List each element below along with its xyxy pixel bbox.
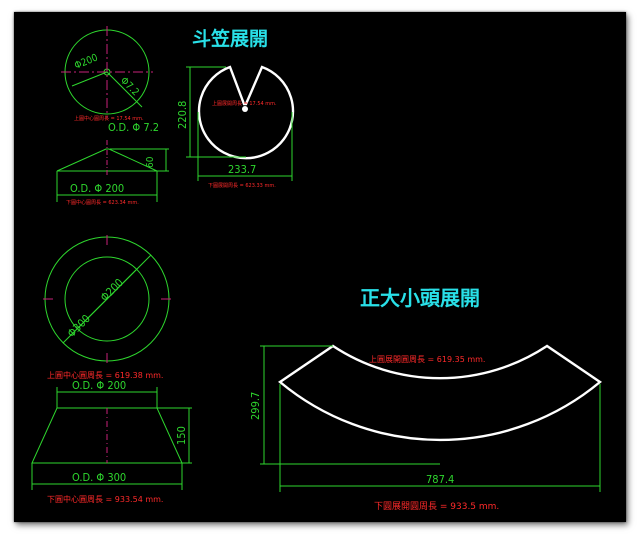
cone-side-view: 60 O.D. Φ 200 下圓中心圓周長 = 623.34 mm. <box>56 140 169 206</box>
reducer-bottom-circumference: 下圓中心圓周長 = 933.54 mm. <box>47 494 163 504</box>
reducer-flat-top-note: 上圓展開圓周長 = 619.35 mm. <box>369 355 485 364</box>
cad-drawing: 斗笠展開 正大小頭展開 Φ200 Φ7.2 上圓中心圓周長 = 17.54 mm… <box>31 26 602 512</box>
reducer-side-view: O.D. Φ 200 150 O.D. Φ 300 下圓中心圓周長 = 933.… <box>31 379 192 504</box>
reducer-flat-outline <box>278 344 602 442</box>
cone-outer-circumference: 下圓中心圓周長 = 623.34 mm. <box>66 199 139 206</box>
title-funnel-unfold: 斗笠展開 <box>192 27 268 50</box>
reducer-flat-bottom-note: 下圓展開圓周長 = 933.5 mm. <box>374 501 499 512</box>
reducer-dia-inner-label: Φ200 <box>98 276 126 304</box>
cone-od-bottom: O.D. Φ 200 <box>70 182 124 195</box>
cad-drawing-canvas: 斗笠展開 正大小頭展開 Φ200 Φ7.2 上圓中心圓周長 = 17.54 mm… <box>14 12 626 522</box>
reducer-top-view: Φ300 Φ200 上圓中心圓周長 = 619.38 mm. <box>43 235 171 380</box>
reducer-flat-pattern: 上圓展開圓周長 = 619.35 mm. 299.7 787.4 下圓展開圓周長… <box>249 344 602 512</box>
cone-flat-outer-note: 下圓展開周長 = 623.33 mm. <box>208 183 276 189</box>
reducer-od-top: O.D. Φ 200 <box>72 379 126 392</box>
cone-height-label: 60 <box>145 156 156 168</box>
cone-od-top: O.D. Φ 7.2 <box>108 121 159 134</box>
reducer-top-circumference: 上圓中心圓周長 = 619.38 mm. <box>47 370 163 380</box>
cone-flat-height-label: 220.8 <box>176 101 189 129</box>
cone-flat-inner-note: 上圓展開周長 = 17.54 mm. <box>212 100 277 107</box>
cone-dia-large-label: Φ200 <box>73 52 100 71</box>
cone-flat-outline <box>197 65 295 160</box>
cone-flat-center <box>242 106 248 112</box>
cone-small-dia-leader <box>106 71 143 108</box>
reducer-height-label: 150 <box>175 426 188 445</box>
reducer-flat-height-label: 299.7 <box>249 392 262 420</box>
cone-flat-width-label: 233.7 <box>228 163 256 176</box>
title-reducer-unfold: 正大小頭展開 <box>360 286 480 310</box>
cone-flat-pattern: 上圓展開周長 = 17.54 mm. 220.8 233.7 下圓展開周長 = … <box>176 65 295 189</box>
cone-top-view: Φ200 Φ7.2 上圓中心圓周長 = 17.54 mm. O.D. Φ 7.2 <box>61 26 159 134</box>
cone-side-profile <box>56 148 158 172</box>
cone-dia-leader <box>71 71 108 87</box>
reducer-inner-circle <box>64 256 150 342</box>
cone-inner-circumference: 上圓中心圓周長 = 17.54 mm. <box>74 115 144 122</box>
reducer-od-bottom: O.D. Φ 300 <box>72 471 126 484</box>
reducer-flat-width-label: 787.4 <box>426 473 454 486</box>
reducer-dia-inner-leader <box>76 268 138 330</box>
